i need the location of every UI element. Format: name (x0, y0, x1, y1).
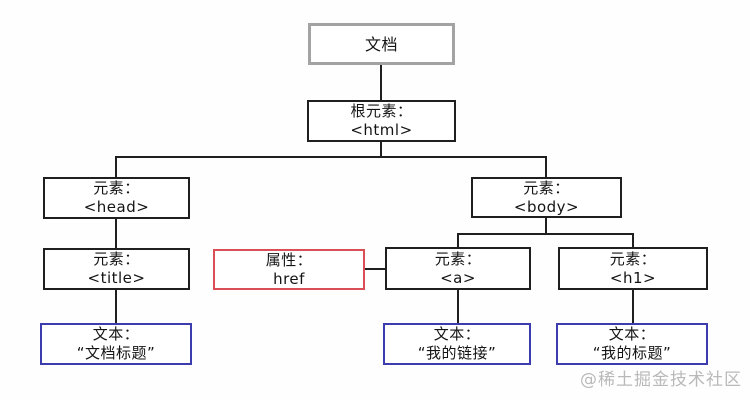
node-root-element-html: 根元素： <html> (307, 100, 456, 142)
node-attribute-href: 属性： href (213, 249, 365, 290)
node-element-head: 元素： <head> (43, 177, 190, 219)
connector-html-stem (380, 142, 382, 157)
node-document: 文档 (308, 23, 455, 65)
node-type-label: 元素： (93, 250, 140, 268)
node-element-body: 元素： <body> (471, 177, 622, 218)
node-value: “文档标题” (76, 344, 156, 362)
connector-body-stem (545, 218, 547, 234)
connector-attr-to-anchor (365, 268, 385, 270)
connector-to-body (545, 156, 547, 177)
node-value: href (273, 269, 305, 288)
node-value: <a> (440, 268, 476, 287)
connector-html-children (115, 156, 547, 158)
node-value: <title> (87, 269, 146, 287)
connector-title-to-text (115, 290, 117, 323)
node-type-label: 文本： (92, 325, 140, 343)
connector-doc-to-html (380, 65, 382, 100)
node-text-my-heading: 文本： “我的标题” (556, 323, 708, 365)
node-value: “我的链接” (417, 344, 497, 362)
node-type-label: 元素： (523, 178, 570, 197)
node-text-document-title: 文本： “文档标题” (40, 323, 192, 365)
node-element-h1: 元素： <h1> (558, 247, 708, 290)
node-value: <head> (83, 198, 150, 216)
node-type-label: 元素： (93, 179, 140, 197)
connector-head-to-title (115, 219, 117, 248)
node-type-label: 属性： (265, 250, 313, 269)
node-type-label: 元素： (434, 249, 482, 268)
node-type-label: 文本： (433, 325, 481, 343)
node-value: <body> (513, 197, 580, 216)
connector-to-heading (632, 233, 634, 247)
node-value: <h1> (609, 268, 657, 287)
connector-body-children (457, 233, 634, 235)
connector-anchor-to-text (457, 290, 459, 323)
watermark: @稀土掘金技术社区 (580, 370, 742, 390)
node-element-title: 元素： <title> (43, 248, 190, 290)
node-type-label: 元素： (609, 249, 657, 268)
connector-heading-to-text (632, 290, 634, 323)
node-document-label: 文档 (364, 34, 398, 54)
node-value: <html> (350, 121, 413, 139)
node-value: “我的标题” (592, 344, 672, 362)
node-type-label: 根元素： (350, 102, 413, 120)
node-element-anchor: 元素： <a> (385, 247, 531, 290)
connector-to-head (115, 156, 117, 177)
node-text-my-link: 文本： “我的链接” (383, 323, 531, 365)
connector-to-anchor (457, 233, 459, 247)
node-type-label: 文本： (608, 325, 656, 343)
